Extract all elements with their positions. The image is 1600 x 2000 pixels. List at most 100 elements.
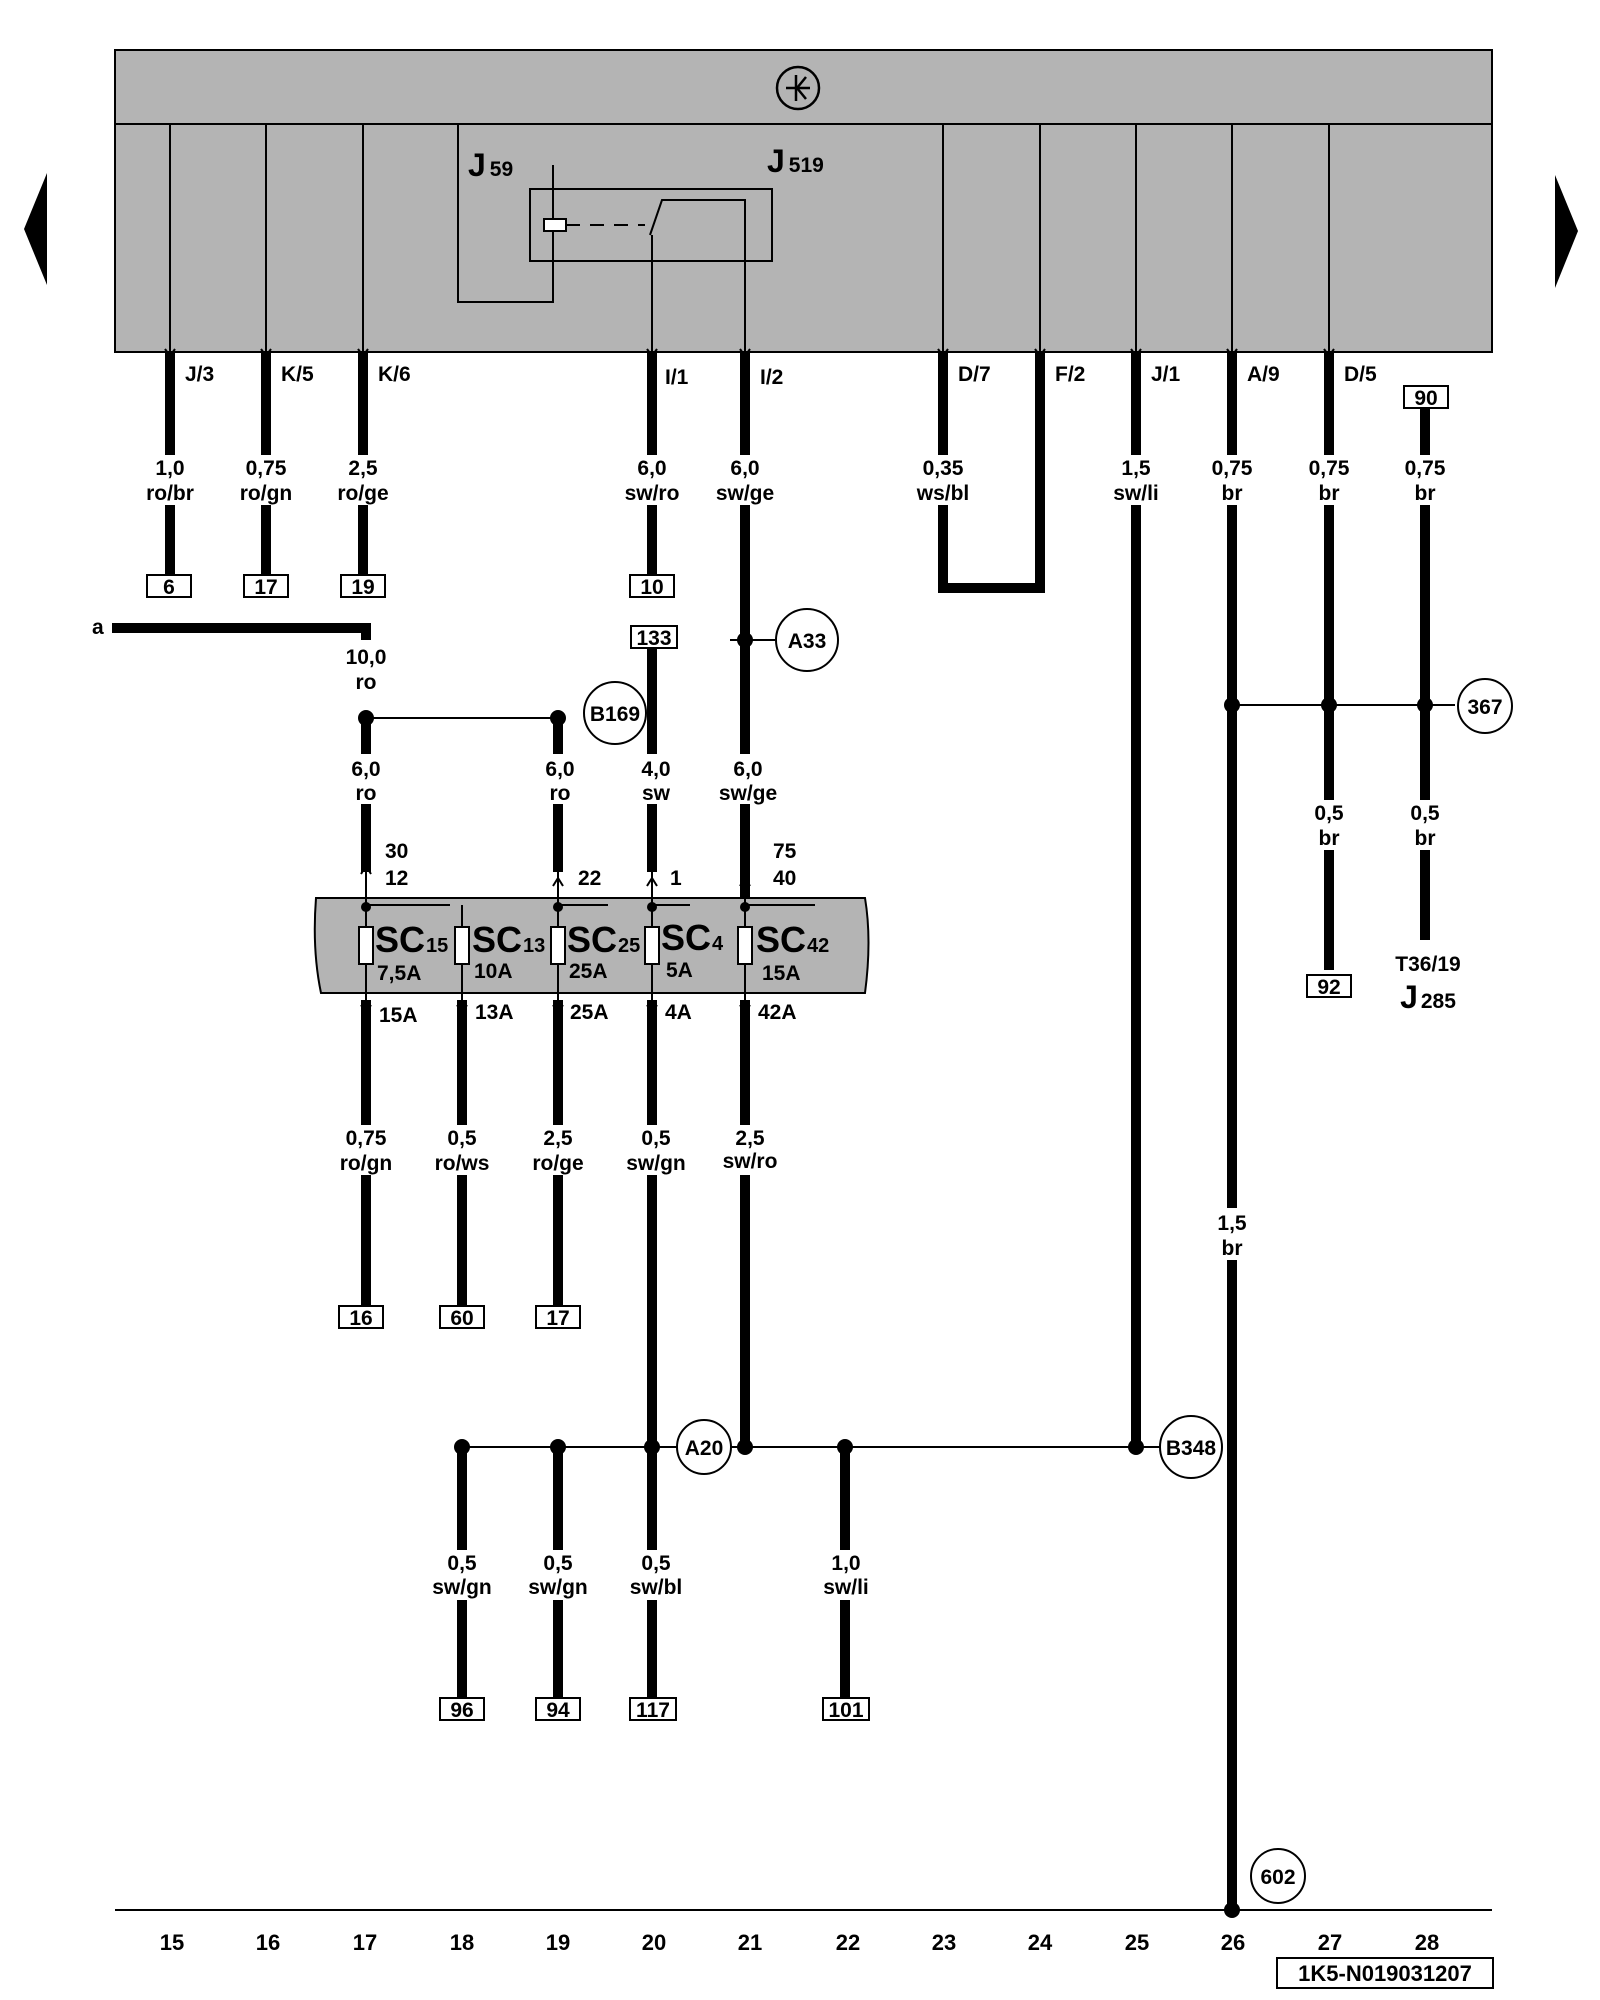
wire-color: sw/li: [823, 1576, 869, 1599]
splice-dot: [550, 1439, 566, 1455]
wire-size: 0,5: [447, 1552, 477, 1575]
svg-text:90: 90: [1414, 387, 1437, 410]
svg-text:60: 60: [450, 1307, 473, 1330]
column-number: 24: [1028, 1930, 1053, 1955]
fuse-output: 42A: [758, 1001, 797, 1024]
connector-602: 602: [1250, 1848, 1306, 1904]
svg-text:17: 17: [254, 576, 277, 599]
svg-text:B169: B169: [590, 703, 640, 726]
fuse-label: SC4: [661, 917, 724, 958]
ref-box: 6: [146, 574, 192, 599]
splice-dot: [550, 710, 566, 726]
svg-text:16: 16: [349, 1307, 372, 1330]
wire-color: br: [1319, 482, 1340, 505]
wire-size: 4,0: [641, 758, 670, 781]
fuse-label: SC42: [756, 919, 829, 960]
fuse-label: SC25: [567, 919, 640, 960]
column-number: 28: [1415, 1930, 1439, 1955]
svg-text:94: 94: [546, 1699, 570, 1722]
ref-box: 16: [338, 1305, 384, 1330]
splice-dot: [837, 1439, 853, 1455]
column-number: 27: [1318, 1930, 1342, 1955]
ref-box: 90: [1403, 385, 1449, 410]
document-number: 1K5-N019031207: [1276, 1957, 1494, 1989]
pin-label: I/2: [760, 366, 783, 389]
connector-a33: A33: [775, 608, 839, 672]
ref-box: 60: [439, 1305, 485, 1330]
previous-page-arrow[interactable]: [24, 173, 47, 285]
fuse-rating: 10A: [474, 960, 513, 983]
pin-label: A/9: [1247, 363, 1280, 386]
connector-a20: A20: [676, 1419, 732, 1475]
ref-box: 17: [535, 1305, 581, 1330]
wire-size: 0,5: [641, 1552, 671, 1575]
svg-text:A20: A20: [685, 1437, 724, 1460]
pin-label: K/6: [378, 363, 411, 386]
fuse-label: SC15: [375, 919, 448, 960]
ref-box: 19: [340, 574, 386, 599]
pin-label: J/1: [1151, 363, 1181, 386]
svg-text:117: 117: [636, 1699, 670, 1722]
bottom-wire-labels: 0,5 sw/gn 0,5 sw/gn 0,5 sw/bl 1,0 sw/li: [432, 1552, 869, 1599]
fuse-terminals: 30 12 22 1 75 40: [360, 840, 797, 890]
wire-size: 6,0: [730, 457, 759, 480]
fuse-outputs: 15A 13A 25A 4A 42A: [360, 1001, 797, 1027]
column-number: 18: [450, 1930, 474, 1955]
wire-size: 6,0: [733, 758, 762, 781]
wire-color: br: [1415, 482, 1436, 505]
upper-wire-labels: 1,0 ro/br 0,75 ro/gn 2,5 ro/ge 6,0 sw/ro…: [146, 457, 1446, 505]
pin-label: J/3: [185, 363, 214, 386]
column-number: 19: [546, 1930, 570, 1955]
svg-text:6: 6: [163, 576, 175, 599]
column-numbers: 15 16 17 18 19 20 21 22 23 24 25 26 27 2…: [160, 1930, 1439, 1955]
splice-dot: [1224, 697, 1240, 713]
wire-size: 1,0: [831, 1552, 860, 1575]
svg-text:1K5-N019031207: 1K5-N019031207: [1298, 1961, 1472, 1986]
splice-dot: [358, 710, 374, 726]
ground-symbol-icon: [775, 65, 821, 111]
fuse-rating: 25A: [569, 960, 608, 983]
terminal-label: 22: [578, 867, 601, 890]
svg-text:101: 101: [828, 1699, 863, 1722]
svg-text:367: 367: [1467, 696, 1502, 719]
svg-text:ro: ro: [356, 671, 377, 694]
splice-dot: [1417, 697, 1433, 713]
splice-dot: [737, 1439, 753, 1455]
connector-b169: B169: [583, 681, 647, 745]
terminal-label: 30: [385, 840, 408, 863]
next-page-arrow[interactable]: [1555, 175, 1578, 288]
splice-dot: [644, 1439, 660, 1455]
fuse-body: [550, 926, 566, 965]
wire-color: ro: [356, 782, 377, 805]
pin-symbols: [164, 348, 1335, 358]
fuse-body: [454, 926, 470, 965]
fuse-rating: 7,5A: [377, 962, 421, 985]
column-number: 15: [160, 1930, 184, 1955]
fuse-holder: SC15 7,5A SC13 10A SC25 25A SC4 5A SC42 …: [313, 872, 870, 1000]
terminal-label: 40: [773, 867, 796, 890]
pin-label: K/5: [281, 363, 314, 386]
wire-color: sw/ro: [625, 482, 680, 505]
pin-label: I/1: [665, 366, 689, 389]
wire-color: br: [1415, 827, 1436, 850]
ref-box: 133: [630, 625, 678, 650]
wire-size: 0,75: [1309, 457, 1350, 480]
wire-color: ro/gn: [240, 482, 293, 505]
svg-text:17: 17: [546, 1307, 569, 1330]
splice-dot: [454, 1439, 470, 1455]
fuse-rating: 5A: [666, 959, 693, 982]
terminal-label: 75: [773, 840, 797, 863]
wire-color: sw: [642, 782, 671, 805]
wire-size: 1,0: [155, 457, 184, 480]
ref-box: 10: [629, 574, 675, 599]
wire-size: 1,5: [1217, 1212, 1247, 1235]
middle-wire-labels: 6,0 ro 6,0 ro 4,0 sw 6,0 sw/ge 0,5 br 0,…: [351, 758, 1440, 850]
svg-text:T36/19: T36/19: [1395, 953, 1460, 976]
wire-size: 0,5: [543, 1552, 573, 1575]
ref-box: 94: [535, 1697, 581, 1722]
wire-size: 0,5: [641, 1127, 671, 1150]
column-number: 26: [1221, 1930, 1245, 1955]
